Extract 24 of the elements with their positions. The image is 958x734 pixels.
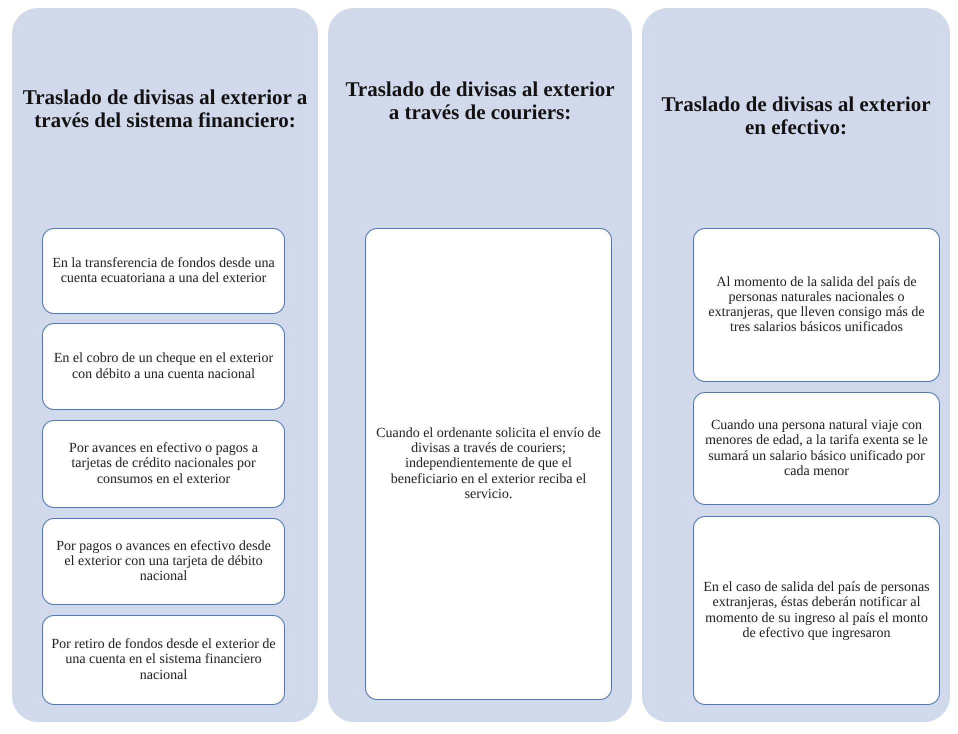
description-text: En la transferencia de fondos desde una cuenta ecuatoriana a una del exterior xyxy=(51,256,276,286)
text-box xyxy=(42,228,285,314)
description-text: Cuando una persona natural viaje con menores de edad, a la tarifa exenta se le sumará un salario básico unificado por cada menor xyxy=(704,418,929,479)
column-heading: Traslado de divisas al exterior a través de couriers: xyxy=(344,78,616,124)
column-panel xyxy=(328,8,632,722)
description-text: Por avances en efectivo o pagos a tarjetas de crédito nacionales por consumos en el exterior xyxy=(68,441,259,487)
description-text: Por retiro de fondos desde el exterior de una cuenta en el sistema financiero nacional xyxy=(51,637,276,683)
description-text: Al momento de la salida del país de personas naturales nacionales o extranjeras, que lleven consigo más de tres salarios básicos unificados xyxy=(707,274,926,336)
column-panel xyxy=(642,8,950,722)
text-box xyxy=(42,615,285,705)
column-heading: Traslado de divisas al exterior en efectivo: xyxy=(660,93,932,138)
text-box xyxy=(693,516,940,705)
description-text: En el cobro de un cheque en el exterior con débito a una cuenta nacional xyxy=(52,351,274,382)
text-box xyxy=(693,228,940,382)
description-text: Cuando el ordenante solicita el envío de divisas a través de couriers; independientemente de que el beneficiario en el exterior reciba el servicio. xyxy=(375,426,602,502)
description-text: En el caso de salida del país de personas extranjeras, éstas deberán notificar al momento de su ingreso al país el monto de efectivo que ingresaron xyxy=(702,580,931,641)
text-box xyxy=(42,518,285,605)
text-box xyxy=(42,323,285,410)
description-text: Por pagos o avances en efectivo desde el exterior con una tarjeta de débito nacional xyxy=(55,538,272,584)
column-heading: Traslado de divisas al exterior a través del sistema financiero: xyxy=(22,86,308,132)
text-box xyxy=(365,228,612,700)
column-panel xyxy=(12,8,318,722)
text-box xyxy=(693,392,940,505)
text-box xyxy=(42,420,285,508)
